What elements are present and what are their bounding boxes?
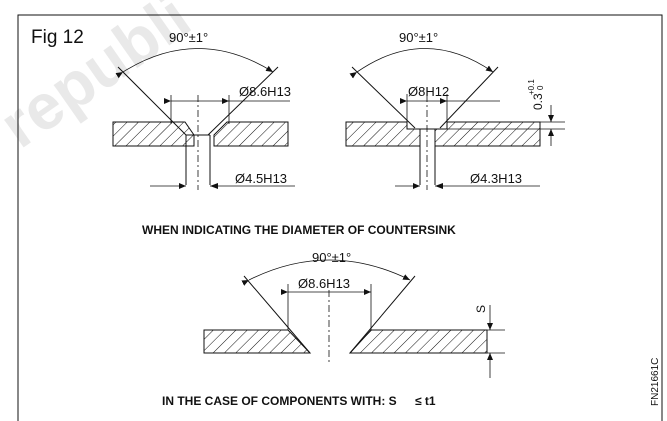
- fig-label: Fig 12: [31, 27, 84, 48]
- caption-condition: ≤ t1: [415, 394, 436, 408]
- angle-label-bottom: 90°±1°: [312, 250, 351, 265]
- countersink-dia-top-left: Ø8.6H13: [239, 84, 291, 99]
- diagram-bottom: 90°±1° Ø8.6H13 S: [203, 250, 505, 378]
- hole-dia-top-right: Ø4.3H13: [470, 171, 522, 186]
- depth-tol-upper: +0.1: [527, 79, 536, 95]
- countersink-dia-top-right: Ø8H12: [408, 84, 449, 99]
- thickness-label-s: S: [474, 305, 488, 313]
- countersink-dia-bottom: Ø8.6H13: [298, 276, 350, 291]
- angle-label-top-left: 90°±1°: [169, 30, 208, 45]
- depth-base-label: 0.3: [531, 93, 545, 110]
- hole-dia-top-left: Ø4.5H13: [235, 171, 287, 186]
- caption-components-case: IN THE CASE OF COMPONENTS WITH: S: [162, 394, 397, 408]
- figure-code: FN21661C: [650, 358, 661, 406]
- diagram-top-right: 90°±1° Ø8H12 Ø4.3H13 0.3 +0.1 0: [345, 30, 565, 190]
- depth-tol-lower: 0: [536, 85, 545, 90]
- figure-frame: [17, 14, 663, 421]
- angle-label-top-right: 90°±1°: [399, 30, 438, 45]
- caption-indicating-diameter: WHEN INDICATING THE DIAMETER OF COUNTERS…: [142, 223, 456, 237]
- diagram-top-left: 90°±1° Ø8.6H13 Ø4.5H13: [112, 30, 295, 190]
